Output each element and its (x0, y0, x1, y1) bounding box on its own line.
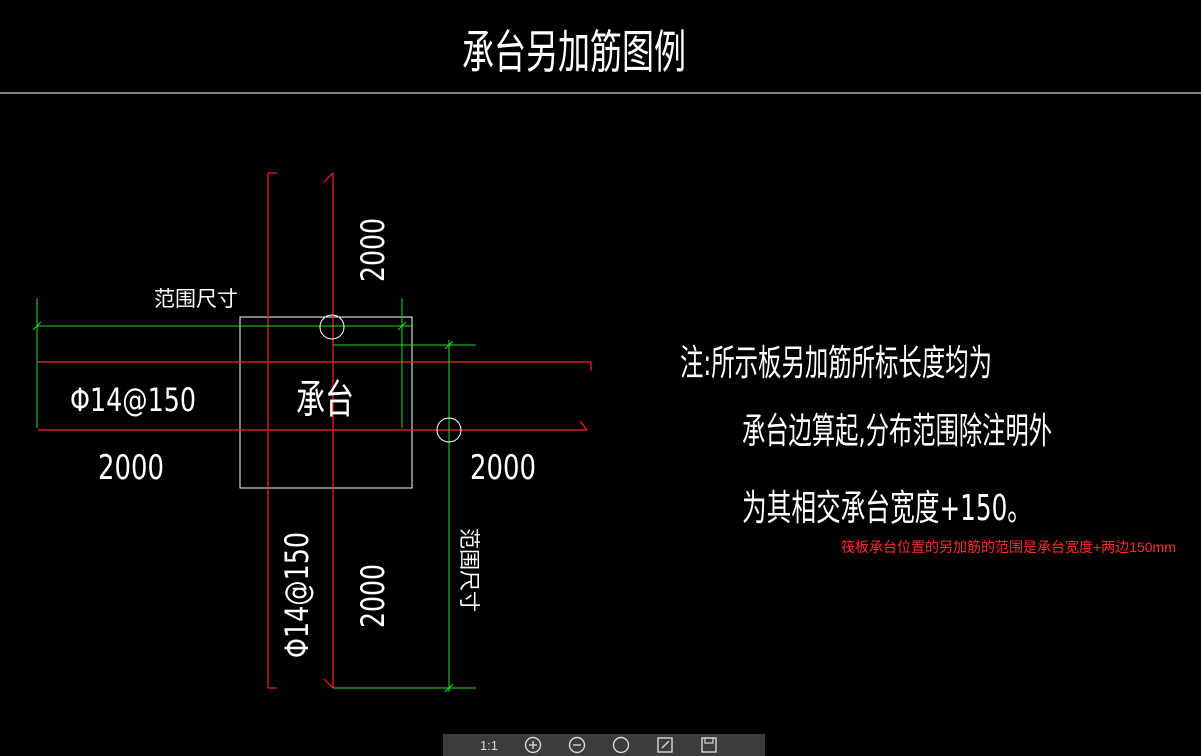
zoom-out-button[interactable] (565, 735, 589, 755)
dimension-top: 2000 (354, 218, 392, 282)
vertical-rebar (267, 172, 334, 689)
viewer-toolbar: 1:1 (443, 734, 765, 756)
rebar-marker-circle-top (319, 314, 345, 340)
rebar-marker-circle-right (436, 417, 462, 443)
dimension-bottom: 2000 (354, 564, 392, 628)
dimension-right: 2000 (470, 448, 536, 488)
rebar-label-vertical: Φ14@150 (278, 532, 316, 658)
range-label-right: 范围尺寸 (457, 528, 481, 612)
note-line-2: 承台边算起,分布范围除注明外 (742, 411, 1052, 452)
cap-label: 承台 (296, 377, 354, 423)
zoom-fit-button[interactable] (609, 735, 633, 755)
range-dimension-top (32, 298, 412, 428)
zoom-in-button[interactable] (521, 735, 545, 755)
rebar-label-horizontal: Φ14@150 (70, 381, 196, 419)
save-icon (701, 737, 717, 753)
export-button[interactable] (653, 735, 677, 755)
range-label-top: 范围尺寸 (154, 287, 238, 311)
zoom-ratio-button[interactable]: 1:1 (479, 737, 499, 753)
zoom-out-icon (568, 736, 586, 754)
save-button[interactable] (697, 735, 721, 755)
dimension-left: 2000 (98, 448, 164, 488)
note-line-1: 注:所示板另加筋所标长度均为 (680, 343, 992, 384)
note-line-3: 为其相交承台宽度+150。 (742, 488, 1032, 529)
horizontal-rebar (38, 361, 592, 431)
drawing-title: 承台另加筋图例 (462, 25, 686, 79)
zoom-in-icon (524, 736, 542, 754)
zoom-fit-icon (612, 736, 630, 754)
export-icon (657, 737, 673, 753)
annotation-note: 筏板承台位置的另加筋的范围是承台宽度+两边150mm (841, 539, 1176, 555)
range-dimension-right (333, 340, 476, 693)
